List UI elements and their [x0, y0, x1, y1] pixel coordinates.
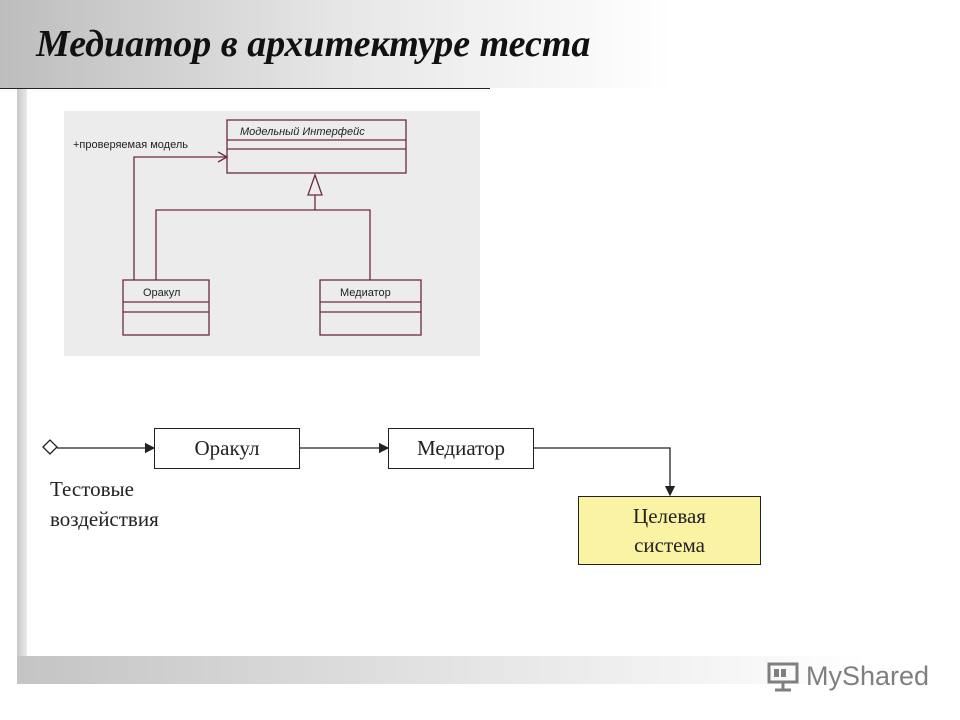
bottom-frame-band	[17, 656, 960, 684]
mediator-box: Медиатор	[388, 428, 534, 469]
interface-box	[226, 119, 407, 174]
oracle-box: Оракул	[154, 428, 300, 469]
mediator-to-target-arrow	[534, 447, 676, 497]
mediator-label: Медиатор	[416, 436, 506, 460]
mediator-class-box	[319, 279, 422, 336]
target-label-line1: Целевая	[633, 503, 706, 528]
uml-canvas: Модельный Интерфейс +проверяемая модель …	[73, 119, 422, 336]
stimulus-label-line2: воздействия	[50, 507, 159, 531]
generalization-lines	[155, 209, 371, 280]
stimulus-label-line1: Тестовые	[50, 477, 134, 501]
target-label-line2: система	[634, 532, 705, 557]
association-arrowhead	[217, 151, 229, 163]
watermark-text: MyShared	[806, 660, 930, 691]
slide-title: Медиатор в архитектуре теста	[36, 23, 591, 65]
oracle-class-name: Оракул	[143, 287, 180, 299]
oracle-label: Оракул	[194, 436, 260, 460]
presentation-board-icon	[767, 662, 799, 692]
title-band	[0, 0, 960, 88]
left-frame-bar	[17, 89, 27, 657]
title-divider	[0, 88, 490, 89]
oracle-class-box	[122, 279, 210, 336]
test-stimuli-label: Тестовые воздействия	[50, 474, 159, 534]
stimulus-port-diamond	[42, 439, 58, 455]
association-label: +проверяемая модель	[73, 139, 188, 151]
interface-name: Модельный Интерфейс	[240, 126, 365, 138]
generalization-triangle	[307, 173, 323, 196]
target-system-box: Целевая система	[578, 496, 761, 565]
watermark: MyShared	[766, 656, 929, 696]
mediator-class-name: Медиатор	[340, 287, 391, 299]
association-line	[133, 156, 227, 280]
uml-class-diagram: Модельный Интерфейс +проверяемая модель …	[64, 111, 480, 356]
